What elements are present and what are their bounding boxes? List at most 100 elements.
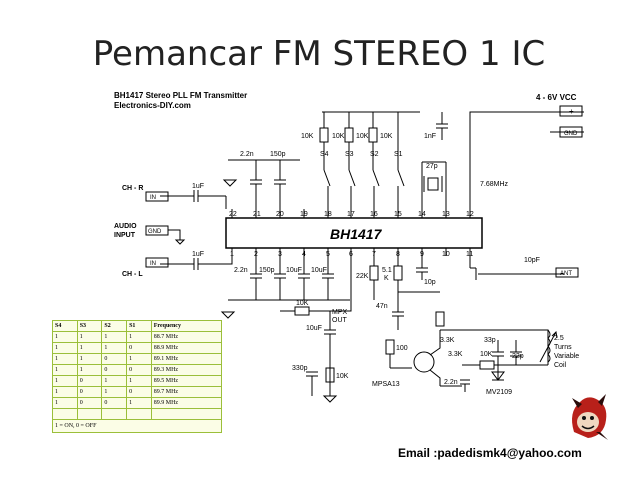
coil-label-1: 2.5 — [554, 335, 564, 342]
table-cell: 88.7 MHz — [150, 331, 223, 343]
table-row: 1 1 0 1 89.1 MHz — [52, 353, 223, 365]
r3k3-label-1: 3.3K — [440, 337, 455, 344]
c22p-label: 22p — [512, 353, 524, 360]
vcc-plus-label: + — [569, 107, 574, 116]
c2n2-osc-label: 2.2n — [444, 379, 458, 386]
ic-label: BH1417 — [330, 226, 383, 242]
table-cell: 1 — [101, 386, 128, 398]
table-cell: 0 — [76, 397, 103, 409]
c10uf-label-1: 10uF — [286, 267, 302, 274]
table-header-cell: S4 — [52, 320, 78, 332]
r5k1-label-a: 5.1 — [382, 267, 392, 274]
r100-label: 100 — [396, 345, 408, 352]
r10k-osc-label: 10K — [480, 351, 493, 358]
ch-l-label: CH - L — [122, 271, 143, 278]
r5k1-label-b: K — [384, 275, 389, 282]
table-cell: 88.9 MHz — [150, 342, 223, 354]
coil-label-3: Variable — [554, 353, 579, 360]
table-row: 1 1 0 0 89.3 MHz — [52, 364, 223, 376]
table-header-cell: S2 — [101, 320, 128, 332]
pin-21-label: 21 — [253, 211, 261, 218]
footer-email: Email :padedismk4@yahoo.com — [398, 446, 582, 460]
pin-4-label: 4 — [302, 251, 306, 258]
table-cell — [101, 408, 128, 420]
mpx-label-2: OUT — [332, 317, 348, 324]
table-cell: 1 — [126, 375, 152, 387]
audio-input-label-1: AUDIO — [114, 223, 137, 230]
table-cell: 1 — [76, 364, 103, 376]
table-cell: 89.9 MHz — [150, 397, 223, 409]
pin-11-label: 11 — [466, 251, 473, 258]
c10pf-label: 10pF — [524, 257, 540, 264]
switch-s3-label: S3 — [345, 151, 354, 158]
table-row: 1 0 1 0 89.7 MHz — [52, 386, 223, 398]
switch-s1-label: S1 — [394, 151, 403, 158]
pin-16-label: 16 — [370, 211, 378, 218]
c330p-label: 330p — [292, 365, 308, 372]
table-cell: 0 — [126, 386, 152, 398]
table-cell: 0 — [76, 386, 103, 398]
pin-2-label: 2 — [254, 251, 258, 258]
transistor-label: MPSA13 — [372, 381, 400, 388]
table-cell: 1 — [52, 353, 78, 365]
ant-label: ANT — [560, 271, 572, 277]
schematic-header-source: Electronics-DIY.com — [114, 101, 191, 110]
r10k-label-4: 10K — [380, 133, 393, 140]
table-header-cell: Frequency — [150, 320, 223, 332]
mpx-label-1: MPX — [332, 309, 348, 316]
switch-s2-label: S2 — [370, 151, 379, 158]
pin-1-label: 1 — [230, 251, 234, 258]
pin-20-label: 20 — [276, 211, 284, 218]
varicap-label: MV2109 — [486, 389, 512, 396]
coil-label-4: Coil — [554, 362, 567, 369]
pin-9-label: 9 — [420, 251, 424, 258]
table-cell: 0 — [76, 375, 103, 387]
pin-14-label: 14 — [418, 211, 426, 218]
ch-l-in-label: IN — [150, 261, 156, 267]
table-cell: 89.5 MHz — [150, 375, 223, 387]
table-cell — [52, 408, 78, 420]
table-cell: 1 — [126, 353, 152, 365]
c1nf-label: 1nF — [424, 133, 436, 140]
table-header-row: S4 S3 S2 S1 Frequency — [52, 320, 223, 332]
c47n-label: 47n — [376, 303, 388, 310]
r10k-bottom-label: 10K — [336, 373, 349, 380]
pin-8-label: 8 — [396, 251, 400, 258]
table-cell: 1 — [126, 331, 152, 343]
table-cell: 89.7 MHz — [150, 386, 223, 398]
r3k3-label-2: 3.3K — [448, 351, 463, 358]
r10k-label-3: 10K — [356, 133, 369, 140]
table-cell: 1 — [76, 353, 103, 365]
table-row: 1 1 1 0 88.9 MHz — [52, 342, 223, 354]
table-cell: 1 — [52, 364, 78, 376]
ch-r-in-label: IN — [150, 195, 156, 201]
ch-r-label: CH - R — [122, 185, 143, 192]
table-cell: 0 — [126, 342, 152, 354]
ic-body — [225, 217, 483, 249]
c33p-label: 33p — [484, 337, 496, 344]
devil-mascot-logo-icon — [572, 394, 608, 440]
r22k-label: 22K — [356, 273, 369, 280]
table-cell: 1 — [52, 331, 78, 343]
coil-label-2: Turns — [554, 344, 572, 351]
schematic-header-title: BH1417 Stereo PLL FM Transmitter — [114, 91, 247, 100]
table-cell: 1 — [52, 342, 78, 354]
table-note: 1 = ON, 0 = OFF — [52, 419, 222, 433]
table-cell: 0 — [101, 353, 128, 365]
table-cell: 0 — [101, 397, 128, 409]
c1uf-l-label: 1uF — [192, 251, 204, 258]
table-cell — [126, 408, 152, 420]
table-cell: 1 — [101, 342, 128, 354]
audio-input-label-2: INPUT — [114, 232, 136, 239]
pin-12-label: 12 — [466, 211, 474, 218]
pin-3-label: 3 — [278, 251, 282, 258]
crystal-label: 7.68MHz — [480, 181, 509, 188]
table-cell: 1 — [52, 375, 78, 387]
pin-10-label: 10 — [442, 251, 450, 258]
pin-6-label: 6 — [349, 251, 353, 258]
table-note-row: 1 = ON, 0 = OFF — [52, 419, 222, 433]
table-cell: 1 — [52, 386, 78, 398]
pin-19-label: 19 — [300, 211, 308, 218]
table-cell: 0 — [126, 364, 152, 376]
pin-17-label: 17 — [347, 211, 355, 218]
